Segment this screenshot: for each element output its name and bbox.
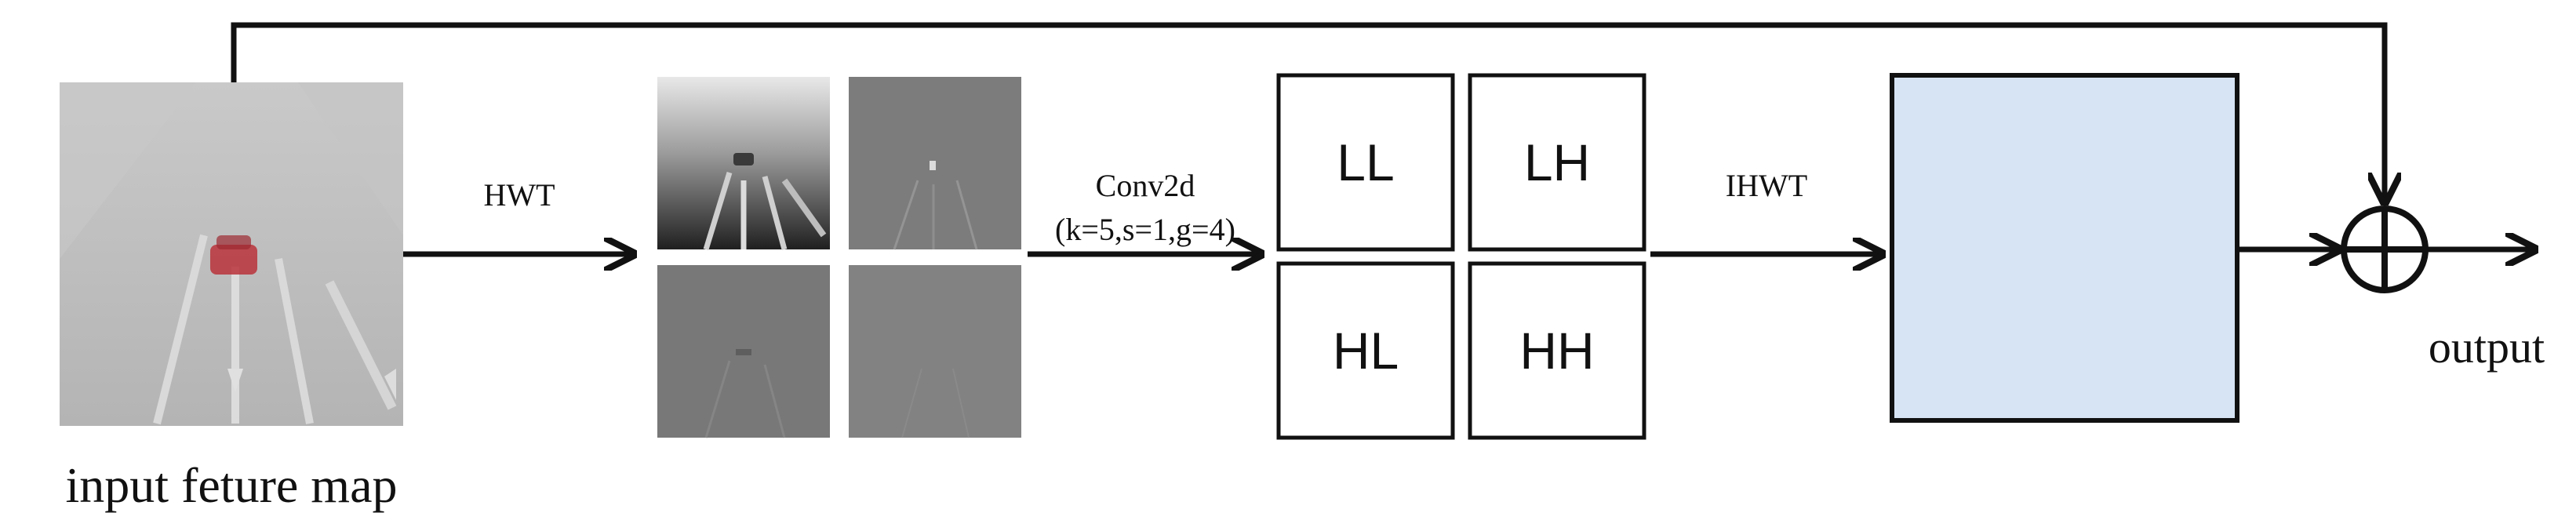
lh-box: [1468, 73, 1646, 252]
output-label: output: [2429, 322, 2545, 373]
conv2d-label: Conv2d: [1096, 168, 1195, 203]
skip-connection-line: [231, 22, 2385, 202]
ihwt-label: IHWT: [1726, 168, 1807, 203]
output-block: [1890, 73, 2239, 423]
ll-box: [1276, 73, 1455, 252]
adder-icon: [2341, 205, 2429, 293]
hh-box: [1468, 261, 1646, 440]
subband-image-hh: [849, 265, 1021, 438]
lh-label: LH: [1524, 133, 1590, 191]
car-icon: [210, 245, 257, 275]
subband-grid: LL LH HL HH: [1276, 73, 1646, 440]
subband-image-lh: [849, 77, 1021, 250]
wavelet-subband-images: [657, 77, 1021, 438]
hh-label: HH: [1519, 322, 1594, 380]
subband-image-hl: [657, 265, 830, 438]
input-label: input feture map: [66, 457, 398, 513]
conv2d-params-label: (k=5,s=1,g=4): [1055, 212, 1235, 247]
hwt-label: HWT: [483, 177, 555, 213]
hl-box: [1276, 261, 1455, 440]
hl-label: HL: [1333, 322, 1399, 380]
ll-label: LL: [1337, 133, 1394, 191]
input-feature-map-image: [60, 82, 403, 426]
subband-image-ll: [657, 77, 830, 251]
